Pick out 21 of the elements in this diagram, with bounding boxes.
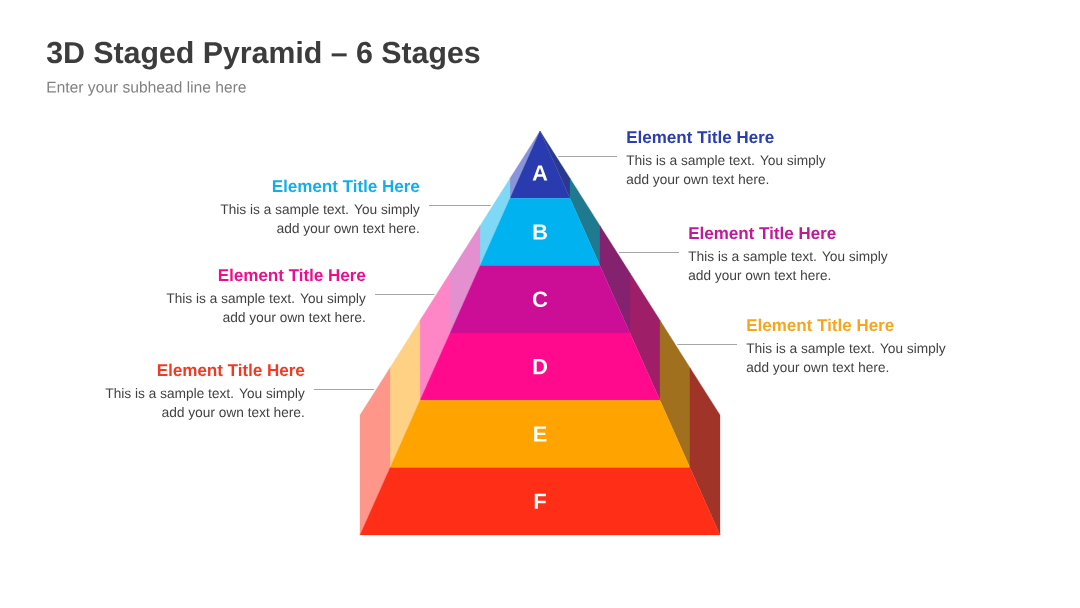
leader-line	[618, 251, 680, 254]
leader-line	[428, 204, 492, 207]
callout-text: This is a sample text. You simply add your own text here.	[746, 343, 946, 375]
callout-title: Element Title Here	[627, 130, 774, 144]
callout-text: This is a sample text. You simply add your own text here.	[166, 293, 366, 325]
leader-line	[557, 155, 618, 158]
leader-line	[313, 388, 375, 391]
callout-text: This is a sample text. You simply add your own text here.	[626, 155, 826, 187]
callout-title: Element Title Here	[218, 268, 366, 282]
leader-line	[374, 293, 435, 296]
callout-text: This is a sample text. You simply add your own text here.	[105, 388, 305, 420]
callout-title: Element Title Here	[157, 363, 305, 377]
callout-text: This is a sample text. You simply add your own text here.	[688, 251, 888, 283]
callout-title: Element Title Here	[272, 179, 420, 193]
leader-line	[676, 343, 738, 346]
callout-title: Element Title Here	[689, 226, 836, 240]
title: 3D Staged Pyramid – 6 Stages	[46, 41, 480, 70]
callout-text: This is a sample text. You simply add your own text here.	[220, 204, 420, 236]
subtitle: Enter your subhead line here	[47, 81, 246, 96]
pyramid-tier: A	[509, 130, 571, 199]
callout-title: Element Title Here	[747, 318, 894, 332]
